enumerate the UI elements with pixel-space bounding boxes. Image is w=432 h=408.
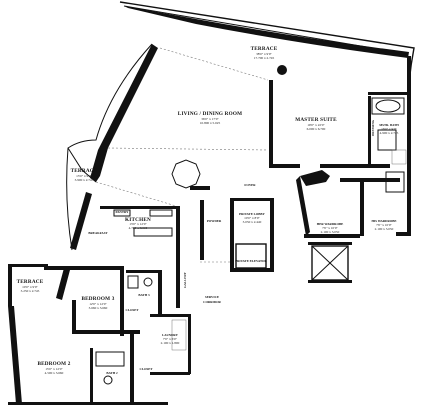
- interior-walls: [8, 56, 411, 405]
- label-breakfast: BREAKFAST: [88, 231, 108, 235]
- room-labels: TERRACE 38'0" x 9'0" 17.700 x 2.745 LIVI…: [17, 46, 400, 375]
- label-bath2: BATH 2: [106, 371, 118, 375]
- label-bedroom3: BEDROOM 3: [81, 296, 114, 302]
- svg-text:6.000 x 6.700: 6.000 x 6.700: [307, 127, 326, 131]
- dashed-lines: [95, 47, 269, 263]
- terrace-left-outline: [66, 43, 153, 251]
- svg-text:2.100 x 1.800: 2.100 x 1.800: [161, 341, 180, 345]
- svg-text:4.700 x 3.660: 4.700 x 3.660: [129, 226, 148, 230]
- svg-text:7'0" x 6'0": 7'0" x 6'0": [163, 337, 178, 341]
- label-closet: CLOSET: [126, 308, 140, 312]
- svg-text:10'0" x 9'0": 10'0" x 9'0": [22, 285, 38, 289]
- svg-text:7'0" x 10'0": 7'0" x 10'0": [322, 226, 338, 230]
- svg-text:3.900 x 2.745: 3.900 x 2.745: [75, 178, 94, 182]
- label-dressing: DRESSING: [371, 119, 375, 136]
- label-her-wardrobe: HER WARDROBE: [317, 222, 343, 226]
- svg-text:15'0" x 12'0": 15'0" x 12'0": [45, 367, 63, 371]
- svg-text:13'0" x 9'0": 13'0" x 9'0": [76, 174, 92, 178]
- bath-fixtures: [95, 275, 187, 385]
- svg-text:2.100 x 3.050: 2.100 x 3.050: [375, 227, 394, 231]
- svg-text:3.660 x 3.660: 3.660 x 3.660: [89, 306, 108, 310]
- label-corridor: CORRIDOR: [203, 300, 221, 304]
- label-service: SERVICE: [205, 295, 219, 299]
- svg-text:3.050 x 2.440: 3.050 x 2.440: [243, 220, 262, 224]
- label-pantry: PANTRY: [116, 210, 130, 214]
- label-bedroom2: BEDROOM 2: [37, 361, 70, 367]
- svg-text:10.800 x 5.025: 10.800 x 5.025: [200, 121, 221, 125]
- svg-text:38'0" x 9'0": 38'0" x 9'0": [256, 52, 272, 56]
- label-master-bath: MSTR. BATH: [379, 123, 399, 127]
- label-terrace-left: TERRACE: [71, 168, 98, 174]
- label-private-elevator: PRIVATE ELEVATOR: [235, 259, 267, 263]
- label-gallery: GALLERY: [183, 271, 187, 287]
- label-terrace-low: TERRACE: [17, 279, 44, 285]
- label-powder: POWDER: [207, 219, 222, 223]
- label-terrace-top: TERRACE: [251, 46, 278, 52]
- label-master-suite: MASTER SUITE: [295, 117, 337, 123]
- label-foyer: FOYER: [244, 183, 256, 187]
- dining-table: [171, 159, 201, 189]
- private-elevator-box: [235, 242, 352, 283]
- label-kitchen: KITCHEN: [125, 217, 151, 223]
- label-closet2: CLOSET: [140, 367, 154, 371]
- svg-text:19'0" x 22'0": 19'0" x 22'0": [307, 123, 325, 127]
- svg-text:17.700 x 2.745: 17.700 x 2.745: [254, 56, 275, 60]
- svg-text:2.100 x 3.050: 2.100 x 3.050: [321, 230, 340, 234]
- svg-text:7'0" x 10'0": 7'0" x 10'0": [376, 223, 392, 227]
- svg-text:36'0" x 17'0": 36'0" x 17'0": [201, 117, 219, 121]
- label-laundry: LAUNDRY: [162, 333, 179, 337]
- svg-text:3.250 x 2.745: 3.250 x 2.745: [21, 289, 40, 293]
- svg-text:4.900 x 2.745: 4.900 x 2.745: [380, 131, 399, 135]
- svg-text:10'0" x 8'0": 10'0" x 8'0": [244, 216, 260, 220]
- exterior-wall-left: [56, 44, 158, 300]
- svg-text:12'0" x 12'0": 12'0" x 12'0": [89, 302, 107, 306]
- svg-text:16'0" x 9'0": 16'0" x 9'0": [381, 127, 397, 131]
- label-living: LIVING / DINING ROOM: [178, 111, 242, 117]
- svg-text:4.500 x 3.660: 4.500 x 3.660: [45, 371, 64, 375]
- label-his-wardrobe: HIS WARDROBE: [371, 219, 396, 223]
- svg-text:13'0" x 12'0": 13'0" x 12'0": [129, 222, 147, 226]
- kitchen-counters: [113, 209, 173, 237]
- label-private-lobby: PRIVATE LOBBY: [239, 212, 265, 216]
- label-bath3: BATH 3: [138, 293, 150, 297]
- master-bath-fixtures: [371, 97, 407, 193]
